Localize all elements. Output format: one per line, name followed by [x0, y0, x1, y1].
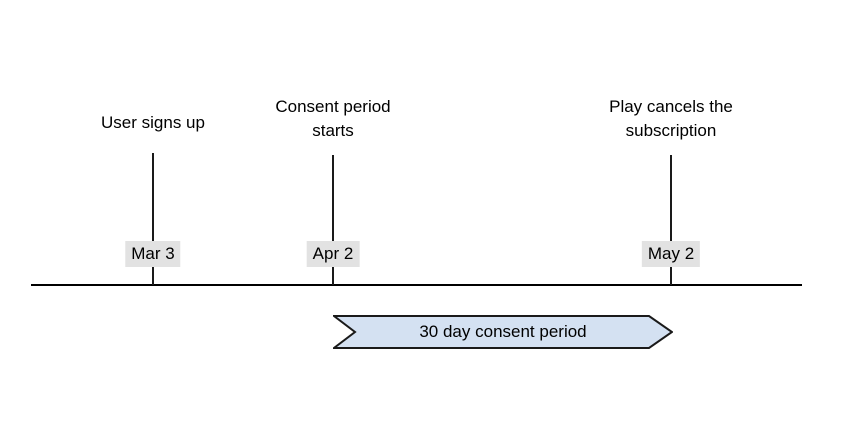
milestone-consent-start-label-line-2: starts [312, 121, 354, 140]
milestone-play-cancels-date-chip: May 2 [641, 241, 701, 267]
consent-period-banner-shape [333, 315, 673, 349]
milestone-consent-start-stem [332, 155, 334, 285]
consent-period-banner-label: 30 day consent period [419, 322, 587, 341]
milestone-play-cancels-label-line-1: Play cancels the [609, 97, 733, 116]
milestone-signup-label: User signs up [101, 111, 205, 135]
milestone-consent-start-label-line-1: Consent period [275, 97, 391, 116]
milestone-consent-start-label: Consent period starts [275, 95, 390, 143]
milestone-signup-stem [152, 153, 154, 285]
consent-period-banner: 30 day consent period [333, 315, 673, 349]
milestone-consent-start-date-chip: Apr 2 [306, 241, 360, 267]
milestone-play-cancels-label: Play cancels the subscription [609, 95, 733, 143]
milestone-play-cancels-label-line-2: subscription [625, 121, 717, 140]
milestone-signup-date-chip: Mar 3 [125, 241, 181, 267]
timeline-axis-line [31, 284, 802, 286]
milestone-signup-label-line-1: User signs up [101, 113, 205, 132]
milestone-play-cancels-stem [670, 155, 672, 285]
